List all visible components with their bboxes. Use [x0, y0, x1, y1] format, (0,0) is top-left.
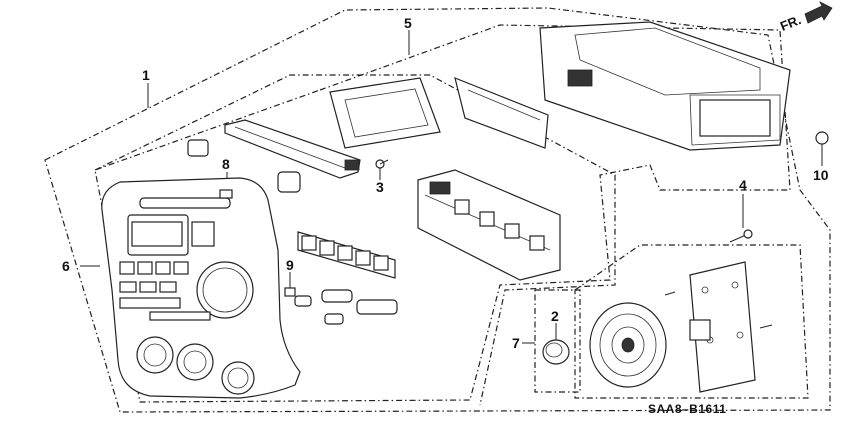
callout-1: 1 [142, 67, 150, 83]
callout-9: 9 [286, 257, 294, 273]
bracket-plate-part [664, 261, 773, 393]
clip-part-9 [284, 287, 296, 297]
callout-2: 2 [551, 308, 559, 324]
speaker-boundary [574, 244, 809, 399]
speaker-part [589, 302, 667, 388]
knob-cap-part-2 [542, 339, 570, 365]
rocker-buttons-part [294, 289, 398, 325]
part7-box [534, 289, 581, 393]
callout-7: 7 [512, 335, 520, 351]
assembly-boundary-1 [44, 7, 831, 413]
panel-boundary [94, 74, 616, 406]
callout-10: 10 [813, 167, 829, 183]
callout-3: 3 [376, 179, 384, 195]
screw-part-3 [375, 159, 389, 169]
callout-4: 4 [739, 177, 747, 193]
radio-chassis-part [539, 21, 791, 151]
button-strip-part [297, 231, 396, 279]
clip-part-8 [219, 189, 233, 199]
face-panel-part [101, 177, 301, 399]
fr-arrow-icon [804, 1, 833, 24]
callout-6: 6 [62, 258, 70, 274]
callout-5: 5 [404, 15, 412, 31]
knob-clip-part [187, 139, 301, 193]
control-board-part [417, 169, 561, 281]
diagram-code: SAA8–B1611 [648, 402, 727, 416]
screw-part-4 [729, 229, 753, 243]
slider-bar-part [224, 119, 361, 179]
display-bezel-part [329, 77, 549, 149]
callout-8: 8 [222, 156, 230, 172]
assembly-boundary-5 [94, 24, 791, 403]
bolt-part-10 [815, 131, 829, 160]
